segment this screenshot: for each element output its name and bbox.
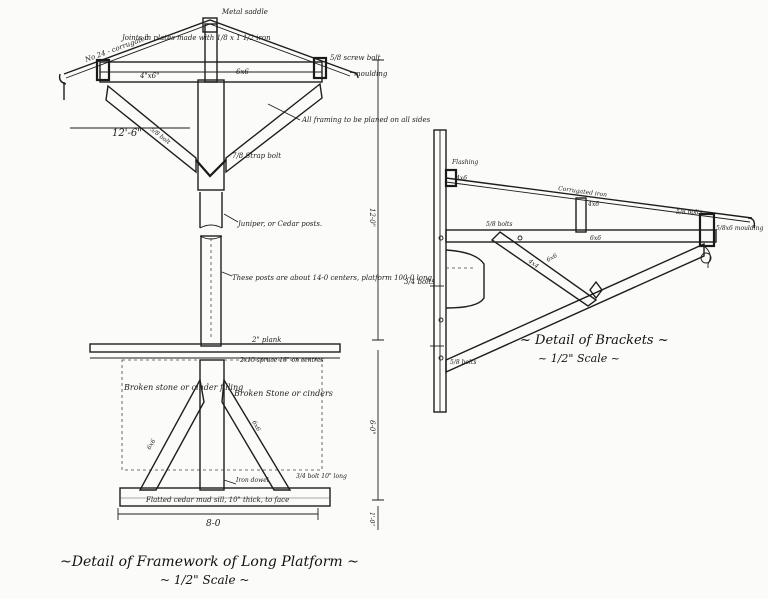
right-scale: ~ 1/2" Scale ~ — [538, 352, 620, 365]
label-moulding-right: 5/8x6 moulding — [716, 225, 763, 232]
label-6-0: 6-0" — [368, 420, 376, 435]
label-corrugated-iron: Corrugated iron — [558, 185, 608, 199]
right-labels: Flashing 4x6 Corrugated iron 4x6 5/8 bol… — [404, 159, 763, 366]
label-mud-sill: Flatted cedar mud sill, 10" thick, to fa… — [145, 496, 289, 504]
label-joints-in-plates: Joints in plates made with 1/8 x 1 1/2 i… — [120, 34, 271, 42]
label-metal-saddle: Metal saddle — [221, 8, 268, 16]
label-4x6: 4"x6" — [139, 72, 159, 80]
label-screw-bolt: 5/8 screw bolt — [330, 54, 381, 62]
label-bolts-b: 5/8 bolts — [676, 209, 702, 216]
label-broken-stone-left: Broken stone or cinder filling — [123, 383, 243, 392]
label-plank: 2" plank — [251, 336, 282, 344]
label-iron-dowel: Iron dowel — [235, 477, 269, 484]
label-flashing: Flashing — [451, 159, 478, 166]
label-all-framing: All framing to be planed on all sides — [301, 116, 431, 124]
label-6x6-right: 6x6 — [590, 235, 601, 242]
label-6x6-c: 6x6 — [546, 252, 559, 264]
label-4x6-a: 4x6 — [455, 175, 467, 182]
label-bolts-c: 5/8 bolts — [450, 359, 476, 366]
label-6x6: 6x6 — [236, 68, 249, 76]
bracket-detail-drawing — [430, 129, 756, 413]
left-title: ~Detail of Framework of Long Platform ~ — [60, 554, 359, 570]
label-12-0: 12-0" — [368, 208, 376, 227]
right-title: ~ Detail of Brackets ~ — [520, 333, 669, 348]
label-4x6-b: 4x6 — [587, 201, 599, 208]
left-scale: ~ 1/2" Scale ~ — [160, 573, 249, 587]
label-bolt-long: 3/4 bolt 10" long — [296, 473, 347, 480]
label-juniper: Juniper, or Cedar posts. — [236, 220, 322, 228]
label-broken-stone-right: Broken Stone or cinders — [233, 389, 333, 398]
label-6x6-b: 6x6 — [250, 420, 262, 433]
label-12-6: 12'-6" — [112, 128, 142, 139]
label-6x6-a: 6x6 — [146, 438, 158, 451]
label-spruce: 2x10 spruce 16" on centres — [239, 357, 324, 364]
label-3-4-bolts: 3/4 bolts — [404, 278, 435, 286]
label-moulding: moulding — [354, 70, 388, 78]
label-posts-note: These posts are about 14-0 centers, plat… — [232, 274, 434, 282]
label-bolts-a: 5/8 bolts — [486, 221, 512, 228]
label-1-0: 1'-0" — [368, 512, 375, 526]
label-strap-bolt: 7/8 Strap bolt — [232, 152, 281, 160]
platform-framework-drawing — [58, 17, 384, 530]
label-8-0: 8-0 — [206, 519, 221, 529]
